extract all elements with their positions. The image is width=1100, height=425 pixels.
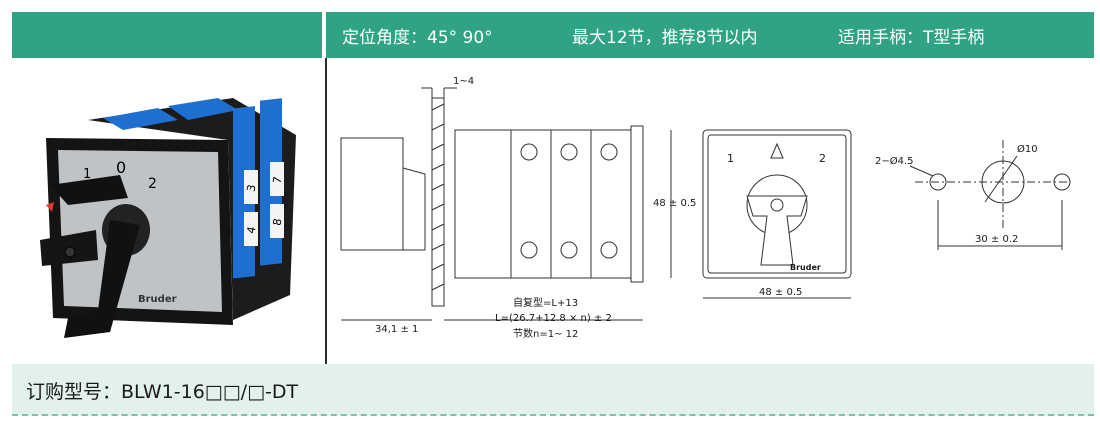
- handle-grip: [64, 220, 140, 338]
- photo-position-0: 0: [116, 158, 126, 177]
- product-photo: 3 4 7 8 1 0 2 Bruder: [40, 98, 296, 338]
- deck-number-3: 3: [244, 184, 258, 193]
- front-t-handle: [746, 195, 808, 266]
- deck-top-2: [168, 98, 238, 120]
- switch-body-outline: [454, 129, 632, 279]
- photo-brand: Bruder: [138, 294, 177, 305]
- front-brand: Bruder: [790, 263, 821, 272]
- header-left-block: [12, 12, 322, 58]
- deck-label-4: [244, 212, 258, 246]
- dimension-drawing: 1~4 34,1 ± 1 自复型=L+13 L=(26.7+12.8 × n) …: [340, 76, 1071, 340]
- handle-indicator-arrow: [46, 202, 54, 212]
- terminal-screw-2: [560, 143, 578, 161]
- width-label: 48 ± 0.5: [759, 287, 802, 298]
- side-view-shaft: [402, 167, 426, 251]
- terminal-screw-6: [600, 241, 618, 259]
- order-code: 订购型号：BLW1-16□□/□-DT: [26, 381, 299, 403]
- front-view-inner: [707, 134, 847, 274]
- spec-handle: 适用手柄：T型手柄: [838, 28, 985, 48]
- front-handle-screw: [770, 198, 784, 212]
- front-position-1: 1: [727, 152, 734, 165]
- length-formula-line3: 节数n=1~ 12: [513, 327, 578, 340]
- terminal-screw-1: [520, 143, 538, 161]
- center-hole: [981, 160, 1025, 204]
- photo-position-1: 1: [83, 167, 91, 182]
- mount-hole-left: [929, 173, 947, 191]
- spec-sections: 最大12节，推荐8节以内: [572, 28, 758, 48]
- spec-header-bar: 定位角度：45° 90° 最大12节，推荐8节以内 适用手柄：T型手柄: [12, 12, 1094, 58]
- header-right-block: 定位角度：45° 90° 最大12节，推荐8节以内 适用手柄：T型手柄: [326, 12, 1094, 58]
- deck-number-7: 7: [270, 176, 284, 185]
- front-view-outline: [702, 129, 852, 279]
- front-depth-label: 34,1 ± 1: [375, 324, 418, 335]
- order-code-bar: 订购型号：BLW1-16□□/□-DT: [12, 364, 1094, 416]
- deck-label-3: [244, 170, 258, 204]
- handle-top-wing: [50, 175, 128, 205]
- deck-number-4: 4: [244, 226, 258, 235]
- front-pointer-icon: [770, 142, 784, 159]
- height-label: 48 ± 0.5: [653, 198, 696, 209]
- deck-label-7: [270, 162, 284, 196]
- handle-lock-hole: [64, 246, 76, 258]
- length-formula-line1: 自复型=L+13: [513, 296, 578, 309]
- hole-spacing-label: 30 ± 0.2: [975, 234, 1018, 245]
- photo-position-2: 2: [148, 176, 157, 192]
- mounting-panel: [431, 97, 445, 307]
- large-hole-label: Ø10: [1017, 143, 1038, 155]
- length-formula-line2: L=(26.7+12.8 × n) ± 2: [495, 313, 612, 324]
- dashed-divider: [12, 414, 1094, 416]
- rear-cap: [630, 125, 644, 283]
- deck-top-1: [103, 108, 178, 130]
- spec-angle: 定位角度：45° 90°: [342, 28, 493, 48]
- small-hole-label: 2−Ø4.5: [875, 155, 914, 167]
- side-view-handle: [340, 137, 404, 251]
- terminal-screw-5: [560, 241, 578, 259]
- column-divider: [325, 58, 327, 364]
- panel-thickness-label: 1~4: [453, 76, 474, 87]
- deck-number-8: 8: [270, 218, 284, 227]
- terminal-screw-4: [520, 241, 538, 259]
- front-position-2: 2: [819, 152, 826, 165]
- mount-hole-right: [1053, 173, 1071, 191]
- terminal-screw-3: [600, 143, 618, 161]
- deck-label-8: [270, 204, 284, 238]
